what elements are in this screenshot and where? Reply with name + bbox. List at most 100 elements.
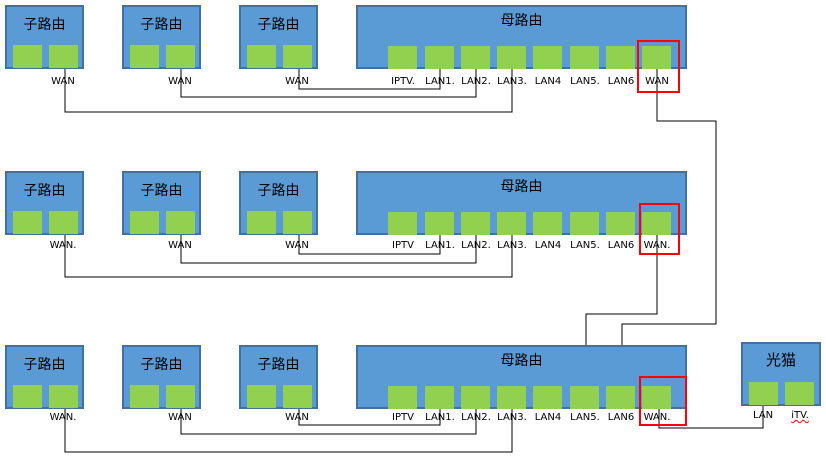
router-port [461,46,490,69]
wan-highlight [639,203,680,255]
lan-port [130,211,159,234]
wan-port-label: WAN. [49,240,77,251]
router-port [497,46,526,69]
lan-port [130,385,159,408]
child-router-title: 子路由 [140,17,183,33]
wan-port [49,211,78,234]
router-port-label: LAN2. [461,412,491,423]
router-port-label: WAN. [643,412,671,423]
router-port [461,386,490,409]
router-port-label: LAN1. [425,240,455,251]
cable [621,68,717,383]
router-port [425,212,454,235]
router-port [606,212,635,235]
router-port-label: LAN2. [461,76,491,87]
router-port [497,386,526,409]
cable [180,234,477,264]
router-port-label: LAN3. [497,240,527,251]
wan-port [283,211,312,234]
wan-port-label: WAN [168,412,192,423]
router-port [533,386,562,409]
wan-port [166,385,195,408]
lan-port [13,45,42,68]
lan-port [13,385,42,408]
router-port-label: IPTV [392,240,414,251]
router-port [570,386,599,409]
cable [64,234,513,278]
child-router-title: 子路由 [257,357,300,373]
router-port [606,386,635,409]
wan-port-label: WAN. [49,412,77,423]
wan-port-label: WAN [51,76,75,87]
router-port [388,46,417,69]
cable [180,408,477,435]
router-port [461,212,490,235]
wan-port-label: WAN [285,240,309,251]
wan-port [49,45,78,68]
main-router-title: 母路由 [500,353,543,369]
router-port-label: LAN6 [607,412,635,423]
cable [298,234,441,255]
router-port-label: LAN5. [570,412,600,423]
child-router-title: 子路由 [23,183,66,199]
modem-itv-port [785,382,814,405]
router-port-label: LAN5. [570,76,600,87]
router-port-label: LAN2. [461,240,491,251]
modem-lan-label: LAN [752,410,774,421]
router-port-label: LAN6 [607,240,635,251]
child-router-title: 子路由 [140,357,183,373]
router-port-label: LAN1. [425,412,455,423]
main-router-title: 母路由 [500,179,543,195]
router-port-label: LAN5. [570,240,600,251]
lan-port [13,211,42,234]
main-router-title: 母路由 [500,13,543,29]
router-port-label: WAN. [643,240,671,251]
router-port [570,46,599,69]
wan-port [283,45,312,68]
router-port [533,212,562,235]
child-router-title: 子路由 [257,17,300,33]
router-port [642,212,671,235]
router-port [388,386,417,409]
cable [64,68,513,113]
child-router-title: 子路由 [140,183,183,199]
cable [298,68,441,90]
router-port-label: LAN6 [607,76,635,87]
modem-itv-label: iTV. [791,410,809,421]
wan-port-label: WAN [168,240,192,251]
router-port-label: LAN4 [534,412,562,423]
router-port-label: LAN3. [497,412,527,423]
cable [658,405,764,429]
router-port [497,212,526,235]
lan-port [130,45,159,68]
wan-port [166,211,195,234]
lan-port [247,45,276,68]
router-port [425,386,454,409]
modem-lan-port [749,382,778,405]
cable [64,408,513,453]
router-port [533,46,562,69]
wan-port [49,385,78,408]
lan-port [247,211,276,234]
router-port [388,212,417,235]
router-port [570,212,599,235]
router-port [642,46,671,69]
wan-highlight [639,376,687,426]
wan-port-label: WAN [285,412,309,423]
child-router-title: 子路由 [257,183,300,199]
cable [298,408,441,426]
router-port-label: LAN3. [497,76,527,87]
wan-port [283,385,312,408]
lan-port [247,385,276,408]
router-port-label: WAN [645,76,669,87]
router-port-label: LAN1. [425,76,455,87]
router-port-label: IPTV [392,412,414,423]
router-port-label: LAN4 [534,76,562,87]
router-port-label: LAN4 [534,240,562,251]
child-router-title: 子路由 [23,357,66,373]
router-port-label: IPTV. [391,76,415,87]
cable [180,68,477,98]
child-router-title: 子路由 [23,17,66,33]
